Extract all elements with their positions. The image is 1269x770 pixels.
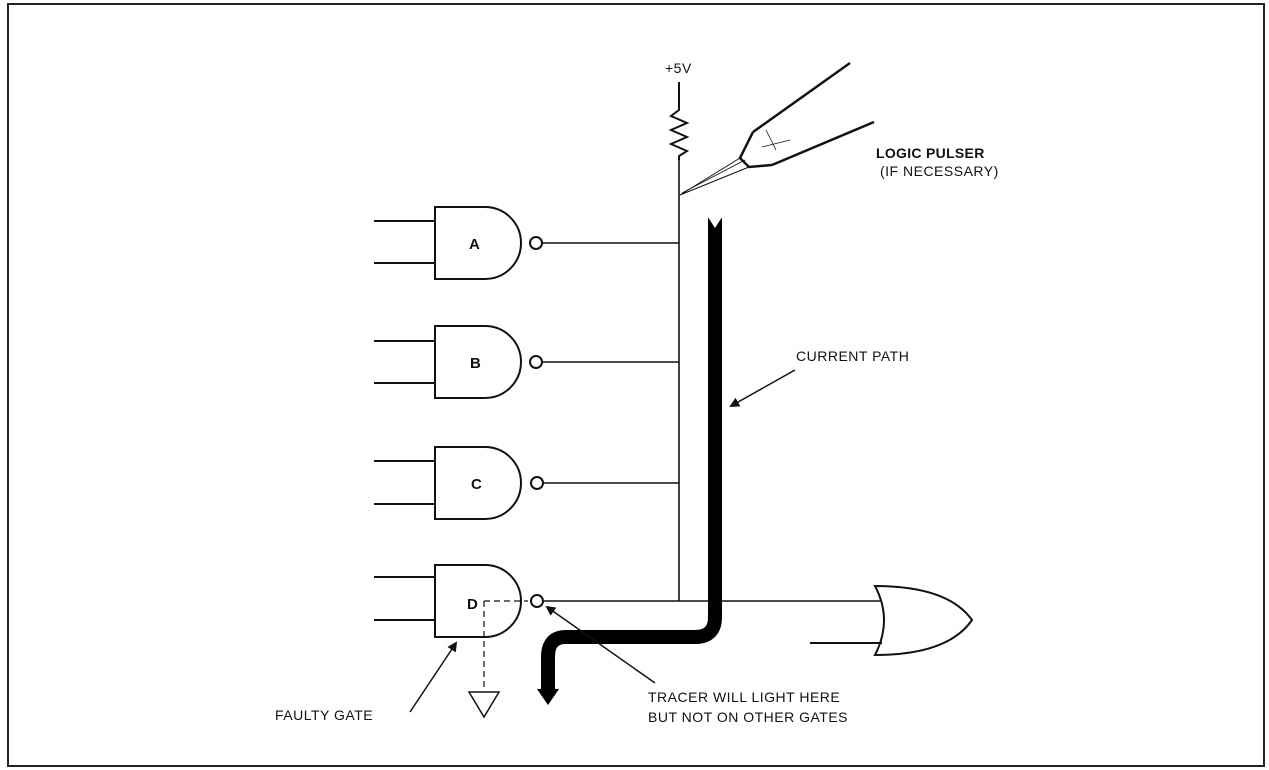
current-path-label: CURRENT PATH: [796, 348, 909, 364]
figure-border: [7, 3, 1265, 767]
gate-b-label: B: [470, 355, 481, 372]
logic-pulser-label: LOGIC PULSER: [876, 145, 985, 161]
gate-a-label: A: [469, 236, 480, 253]
or-gate: [810, 584, 974, 657]
pull-up-resistor: [668, 82, 690, 160]
ground-symbol: [467, 691, 501, 719]
current-path-notch: [706, 214, 724, 228]
gate-d-label: D: [467, 596, 478, 613]
nand-gate-d: [374, 564, 544, 638]
nand-gate-c: [374, 446, 544, 520]
current-path-leader: [729, 369, 796, 407]
supply-voltage-label: +5V: [665, 60, 692, 76]
tracer-note-line1: TRACER WILL LIGHT HERE: [648, 689, 840, 705]
nand-gate-a: [374, 206, 543, 280]
faulty-gate-leader: [409, 641, 458, 713]
internal-short-path: [483, 600, 528, 690]
logic-pulser-probe: [679, 61, 875, 196]
faulty-gate-label: FAULTY GATE: [275, 707, 373, 723]
tracer-note-line2: BUT NOT ON OTHER GATES: [648, 709, 848, 725]
tracer-note-leader: [545, 605, 656, 684]
nand-gate-b: [374, 325, 543, 399]
current-path: [541, 218, 722, 690]
gate-c-label: C: [471, 476, 482, 493]
current-path-arrowhead: [537, 689, 559, 705]
logic-pulser-note: (IF NECESSARY): [880, 163, 999, 179]
